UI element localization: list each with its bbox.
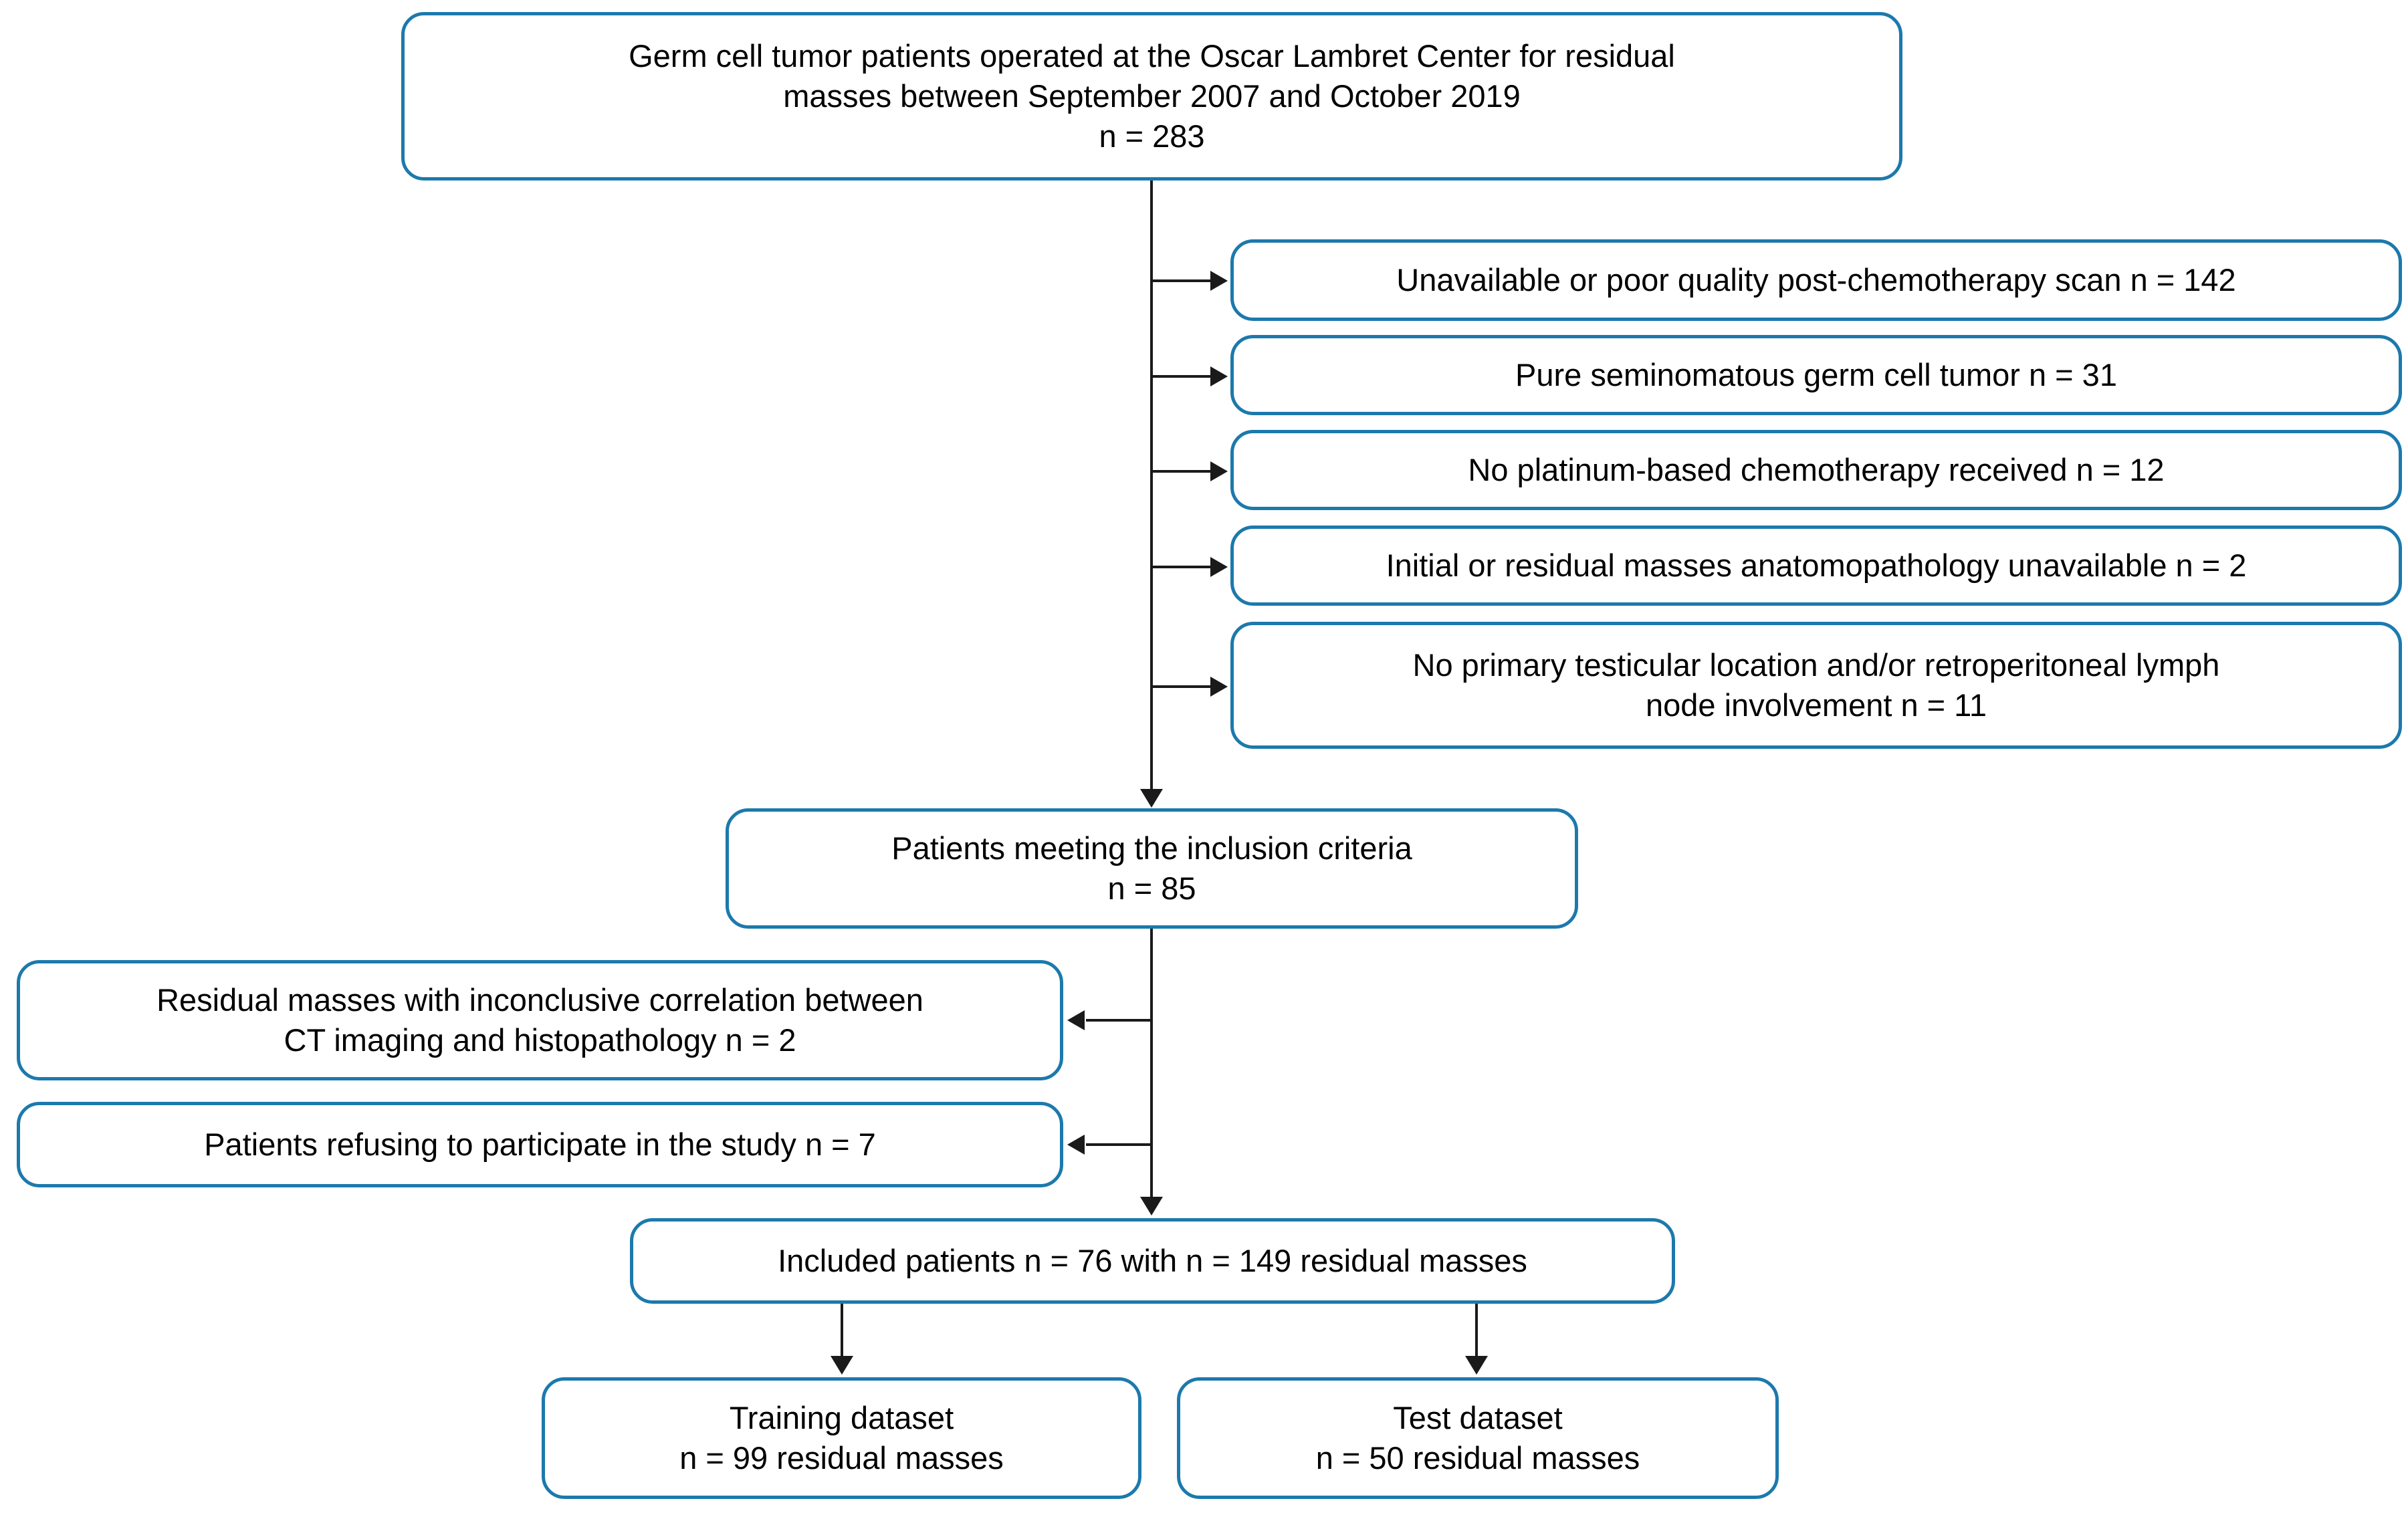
arrowhead-exclusion-right-3	[1210, 461, 1228, 481]
arrowhead-exclusion-right-4	[1210, 557, 1228, 577]
connector-exclusion-right-5	[1152, 685, 1213, 688]
arrowhead-to-test	[1465, 1356, 1488, 1375]
node-training-dataset: Training dataset n = 99 residual masses	[542, 1377, 1141, 1499]
arrowhead-exclusion-right-5	[1210, 677, 1228, 697]
arrowhead-exclusion-left-1	[1067, 1010, 1085, 1030]
connector-trunk-top	[1150, 181, 1153, 804]
arrowhead-to-inclusion-criteria	[1140, 789, 1163, 808]
node-exclusion-right-1: Unavailable or poor quality post-chemoth…	[1230, 239, 2402, 321]
node-exclusion-right-5: No primary testicular location and/or re…	[1230, 622, 2402, 749]
node-source-population: Germ cell tumor patients operated at the…	[401, 12, 1902, 181]
connector-exclusion-right-4	[1152, 566, 1213, 568]
node-test-dataset: Test dataset n = 50 residual masses	[1177, 1377, 1779, 1499]
arrowhead-to-included-patients	[1140, 1197, 1163, 1215]
connector-exclusion-right-1	[1152, 279, 1213, 282]
arrowhead-exclusion-left-2	[1067, 1135, 1085, 1155]
arrowhead-exclusion-right-1	[1210, 271, 1228, 291]
node-exclusion-right-3: No platinum-based chemotherapy received …	[1230, 430, 2402, 510]
node-included-patients: Included patients n = 76 with n = 149 re…	[630, 1218, 1675, 1304]
node-exclusion-left-2: Patients refusing to participate in the …	[17, 1102, 1063, 1187]
node-exclusion-right-4: Initial or residual masses anatomopathol…	[1230, 526, 2402, 606]
node-inclusion-criteria: Patients meeting the inclusion criteria …	[726, 808, 1578, 929]
connector-exclusion-right-2	[1152, 375, 1213, 378]
connector-to-training	[841, 1304, 843, 1359]
connector-exclusion-left-2	[1086, 1143, 1152, 1146]
connector-to-test	[1475, 1304, 1478, 1359]
arrowhead-to-training	[831, 1356, 853, 1375]
node-exclusion-left-1: Residual masses with inconclusive correl…	[17, 960, 1063, 1080]
connector-exclusion-left-1	[1086, 1019, 1152, 1022]
connector-trunk-middle	[1150, 929, 1153, 1199]
node-exclusion-right-2: Pure seminomatous germ cell tumor n = 31	[1230, 335, 2402, 415]
connector-exclusion-right-3	[1152, 470, 1213, 473]
arrowhead-exclusion-right-2	[1210, 366, 1228, 386]
